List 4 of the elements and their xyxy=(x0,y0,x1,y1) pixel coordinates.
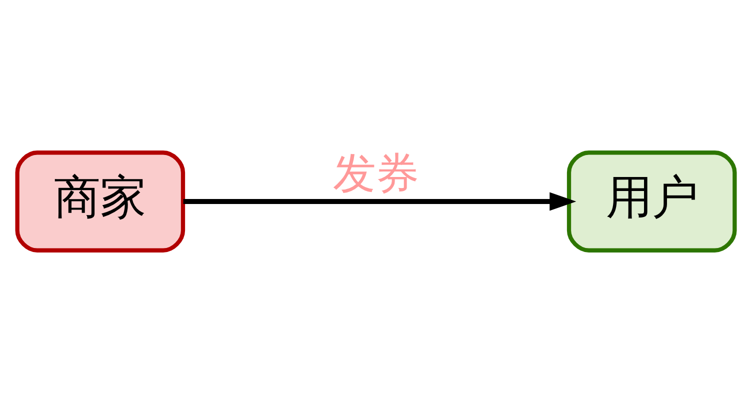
arrow xyxy=(183,192,576,211)
edge-label: 发券 xyxy=(333,148,419,199)
node-box: 用户 xyxy=(566,150,737,252)
node-box: 商家 xyxy=(15,150,186,252)
